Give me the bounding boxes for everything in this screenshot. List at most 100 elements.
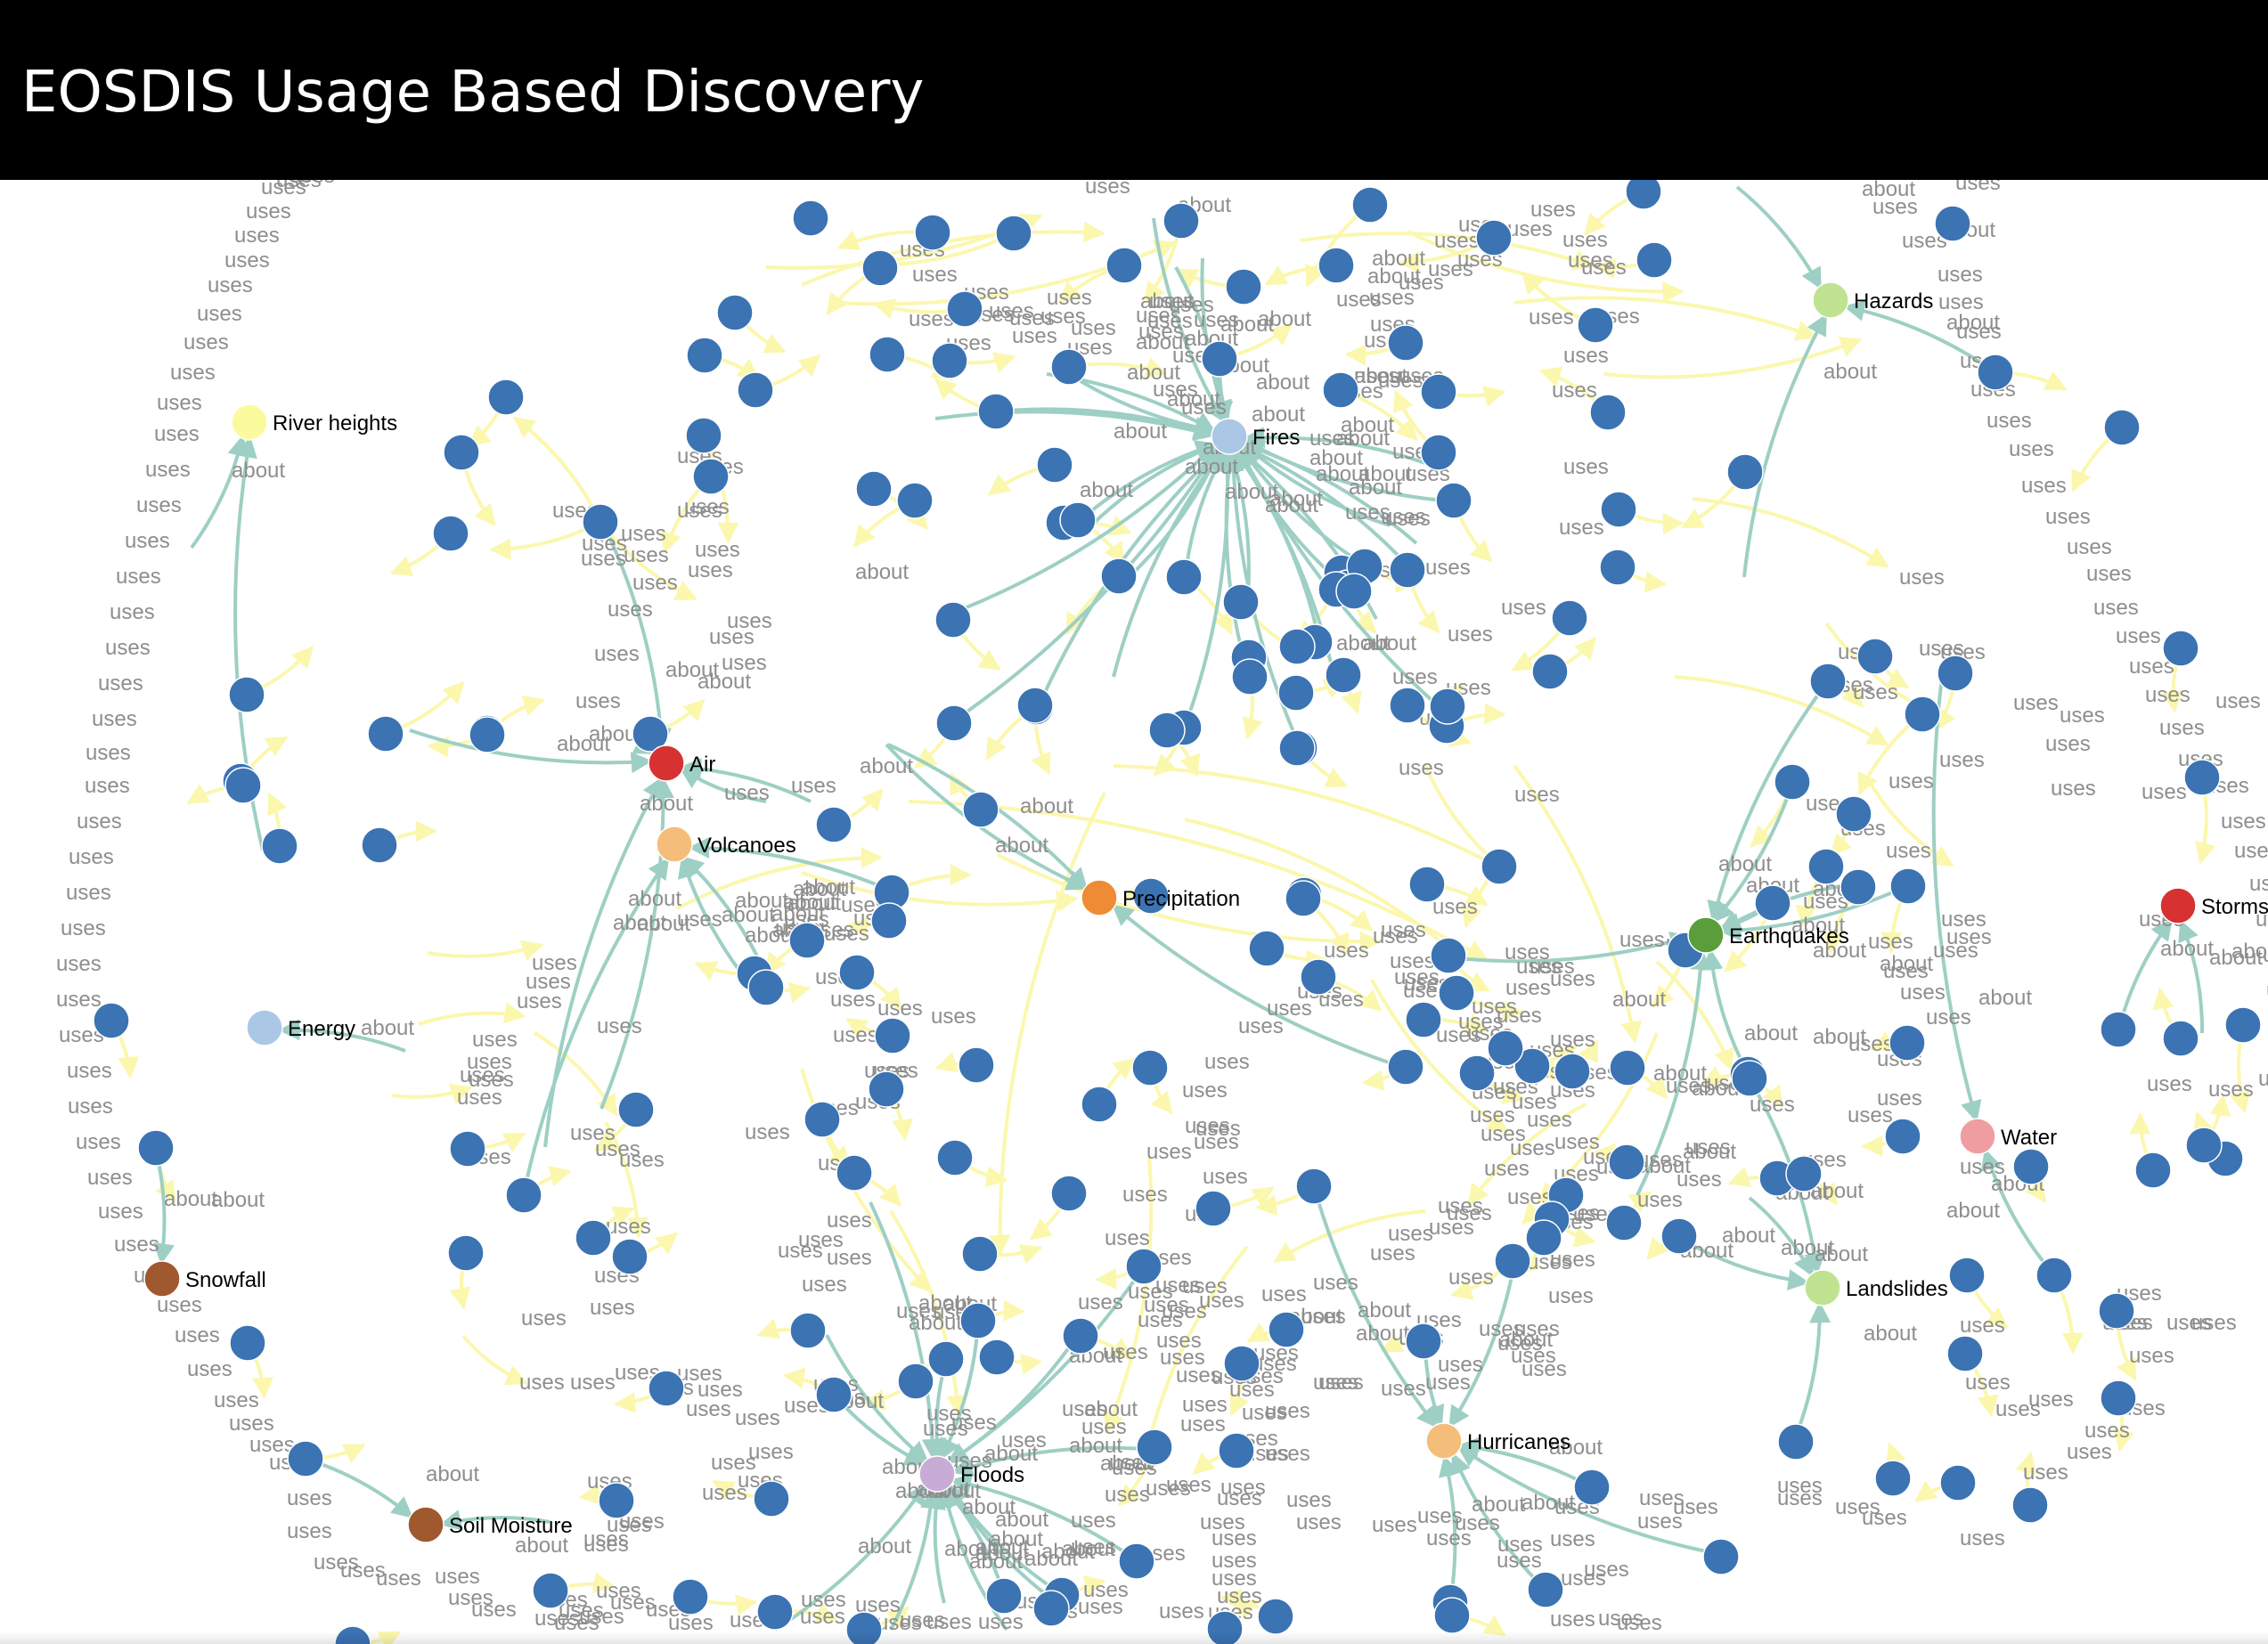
dataset-node[interactable] (93, 1002, 130, 1039)
dataset-node[interactable] (1731, 1060, 1768, 1097)
dataset-node[interactable] (447, 1234, 485, 1272)
dataset-node[interactable] (792, 199, 829, 237)
dataset-node[interactable] (1889, 1024, 1926, 1062)
dataset-node[interactable] (868, 1070, 905, 1108)
topic-node-soil[interactable] (407, 1506, 445, 1543)
dataset-node[interactable] (1163, 202, 1200, 240)
dataset-node[interactable] (1589, 394, 1627, 431)
dataset-node[interactable] (1458, 1054, 1496, 1092)
dataset-node[interactable] (1948, 1257, 1986, 1294)
dataset-node[interactable] (632, 715, 669, 753)
dataset-node[interactable] (1268, 1311, 1305, 1348)
dataset-node[interactable] (1050, 1175, 1088, 1212)
dataset-node[interactable] (985, 1577, 1023, 1615)
topic-node-energy[interactable] (246, 1009, 283, 1046)
dataset-node[interactable] (870, 902, 908, 940)
dataset-node[interactable] (2035, 1257, 2073, 1294)
dataset-node[interactable] (935, 704, 973, 742)
dataset-node[interactable] (1195, 1190, 1232, 1227)
dataset-node[interactable] (936, 1139, 974, 1176)
dataset-node[interactable] (1835, 795, 1872, 833)
dataset-node[interactable] (2162, 1020, 2199, 1057)
topic-node-river[interactable] (231, 403, 268, 441)
topic-label-floods[interactable]: Floods (960, 1463, 1024, 1487)
dataset-node[interactable] (1934, 205, 1971, 242)
dataset-node[interactable] (874, 1017, 911, 1054)
dataset-node[interactable] (1573, 1469, 1611, 1506)
topic-node-air[interactable] (648, 745, 685, 782)
dataset-node[interactable] (1081, 1086, 1118, 1123)
dataset-node[interactable] (1785, 1155, 1823, 1192)
topic-label-precip[interactable]: Precipitation (1122, 887, 1240, 911)
dataset-node[interactable] (1277, 674, 1315, 712)
dataset-node[interactable] (1351, 186, 1389, 224)
dataset-node[interactable] (959, 1302, 997, 1339)
topic-node-precip[interactable] (1081, 879, 1118, 916)
dataset-node[interactable] (1408, 866, 1446, 903)
dataset-node[interactable] (914, 214, 951, 251)
dataset-node[interactable] (1295, 1168, 1333, 1205)
topic-node-hazards[interactable] (1812, 281, 1849, 319)
dataset-node[interactable] (1278, 628, 1316, 665)
dataset-node[interactable] (1050, 348, 1088, 386)
dataset-node[interactable] (1513, 1047, 1551, 1085)
dataset-node[interactable] (287, 1440, 324, 1477)
topic-node-storms[interactable] (2159, 887, 2197, 924)
dataset-node[interactable] (788, 922, 826, 959)
dataset-node[interactable] (1325, 656, 1362, 694)
dataset-node[interactable] (1754, 884, 1791, 922)
dataset-node[interactable] (1300, 958, 1337, 996)
dataset-node[interactable] (1257, 1598, 1294, 1635)
dataset-node[interactable] (747, 969, 785, 1006)
dataset-node[interactable] (598, 1482, 635, 1519)
dataset-node[interactable] (1577, 306, 1614, 344)
dataset-node[interactable] (836, 1154, 873, 1192)
dataset-node[interactable] (756, 1593, 794, 1631)
topic-node-fires[interactable] (1211, 418, 1248, 455)
dataset-node[interactable] (1939, 1464, 1977, 1502)
dataset-node[interactable] (1726, 453, 1764, 491)
dataset-node[interactable] (2012, 1148, 2050, 1185)
dataset-node[interactable] (1609, 1049, 1646, 1087)
dataset-node[interactable] (582, 503, 619, 541)
dataset-node[interactable] (815, 1376, 853, 1413)
dataset-node[interactable] (1840, 868, 1877, 906)
dataset-node[interactable] (1132, 877, 1170, 915)
dataset-node[interactable] (1807, 848, 1845, 885)
topic-node-snowfall[interactable] (143, 1260, 181, 1298)
dataset-node[interactable] (1525, 1219, 1562, 1257)
dataset-node[interactable] (737, 371, 774, 409)
dataset-node[interactable] (1248, 930, 1285, 967)
dataset-node[interactable] (1389, 551, 1426, 589)
dataset-node[interactable] (2103, 409, 2141, 446)
dataset-node[interactable] (753, 1480, 790, 1518)
dataset-node[interactable] (1889, 867, 1927, 905)
dataset-node[interactable] (1231, 658, 1269, 696)
dataset-node[interactable] (1206, 1610, 1244, 1644)
dataset-node[interactable] (2134, 1152, 2172, 1189)
dataset-node[interactable] (686, 337, 723, 374)
dataset-node[interactable] (1136, 1428, 1173, 1466)
dataset-node[interactable] (611, 1238, 649, 1275)
dataset-node[interactable] (838, 954, 876, 991)
dataset-node[interactable] (961, 1235, 999, 1273)
topic-label-hazards[interactable]: Hazards (1854, 289, 1933, 313)
topic-label-volcanoes[interactable]: Volcanoes (698, 834, 796, 858)
dataset-node[interactable] (1904, 696, 1941, 733)
dataset-node[interactable] (685, 417, 722, 454)
dataset-node[interactable] (487, 378, 525, 416)
dataset-node[interactable] (869, 336, 906, 373)
dataset-node[interactable] (1660, 1217, 1698, 1255)
dataset-node[interactable] (672, 1578, 709, 1616)
dataset-node[interactable] (1774, 763, 1811, 801)
dataset-node[interactable] (977, 393, 1015, 430)
dataset-node[interactable] (1016, 687, 1054, 724)
dataset-node[interactable] (1225, 268, 1262, 305)
dataset-node[interactable] (1218, 1432, 1255, 1469)
dataset-node[interactable] (1809, 663, 1847, 700)
dataset-node[interactable] (978, 1339, 1016, 1376)
dataset-node[interactable] (1937, 655, 1974, 692)
dataset-node[interactable] (845, 1611, 883, 1644)
dataset-node[interactable] (469, 716, 506, 753)
